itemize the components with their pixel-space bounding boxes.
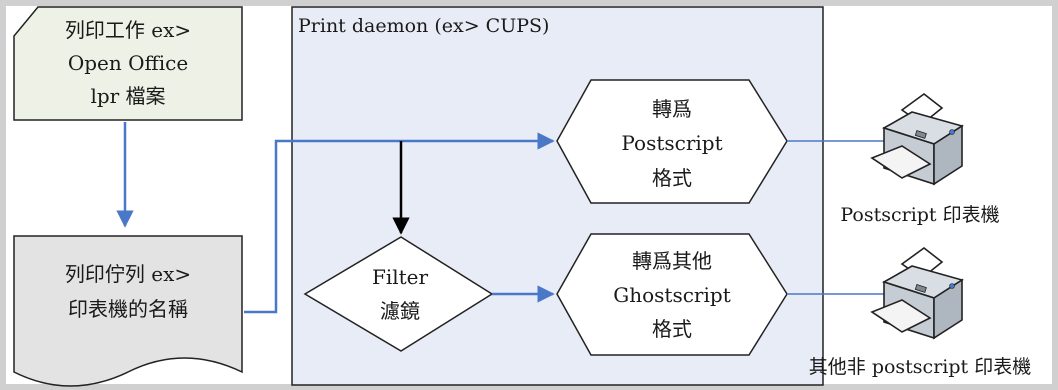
print-job-line3: lpr 檔案 <box>90 84 165 108</box>
filter-line2: 濾鏡 <box>380 299 420 323</box>
printer-other: 其他非 postscript 印表機 <box>809 247 1031 378</box>
daemon-title: Print daemon (ex> CUPS) <box>298 15 549 37</box>
convert-postscript-line2: Postscript <box>621 131 722 155</box>
convert-postscript-node: 轉爲 Postscript 格式 <box>556 79 788 204</box>
convert-postscript-line1: 轉爲 <box>652 97 692 121</box>
print-queue-line1: 列印佇列 ex> <box>65 262 191 286</box>
arrow-queue-to-postscript <box>244 132 555 314</box>
printer-postscript-label: Postscript 印表機 <box>840 204 999 226</box>
convert-ghostscript-line2: Ghostscript <box>613 283 730 307</box>
print-queue-line2: 印表機的名稱 <box>68 297 188 321</box>
filter-node: Filter 濾鏡 <box>303 236 494 352</box>
print-job-node: 列印工作 ex> Open Office lpr 檔案 <box>13 6 243 121</box>
convert-ghostscript-node: 轉爲其他 Ghostscript 格式 <box>556 233 788 356</box>
printer-other-label: 其他非 postscript 印表機 <box>809 356 1031 378</box>
convert-ghostscript-line1: 轉爲其他 <box>632 249 712 273</box>
convert-ghostscript-line3: 格式 <box>652 317 692 341</box>
print-queue-node: 列印佇列 ex> 印表機的名稱 <box>13 235 243 387</box>
filter-line1: Filter <box>372 265 429 289</box>
print-job-line2: Open Office <box>68 51 188 75</box>
printer-postscript: Postscript 印表機 <box>840 93 1000 226</box>
convert-postscript-line3: 格式 <box>652 166 692 190</box>
print-job-line1: 列印工作 ex> <box>65 18 191 42</box>
